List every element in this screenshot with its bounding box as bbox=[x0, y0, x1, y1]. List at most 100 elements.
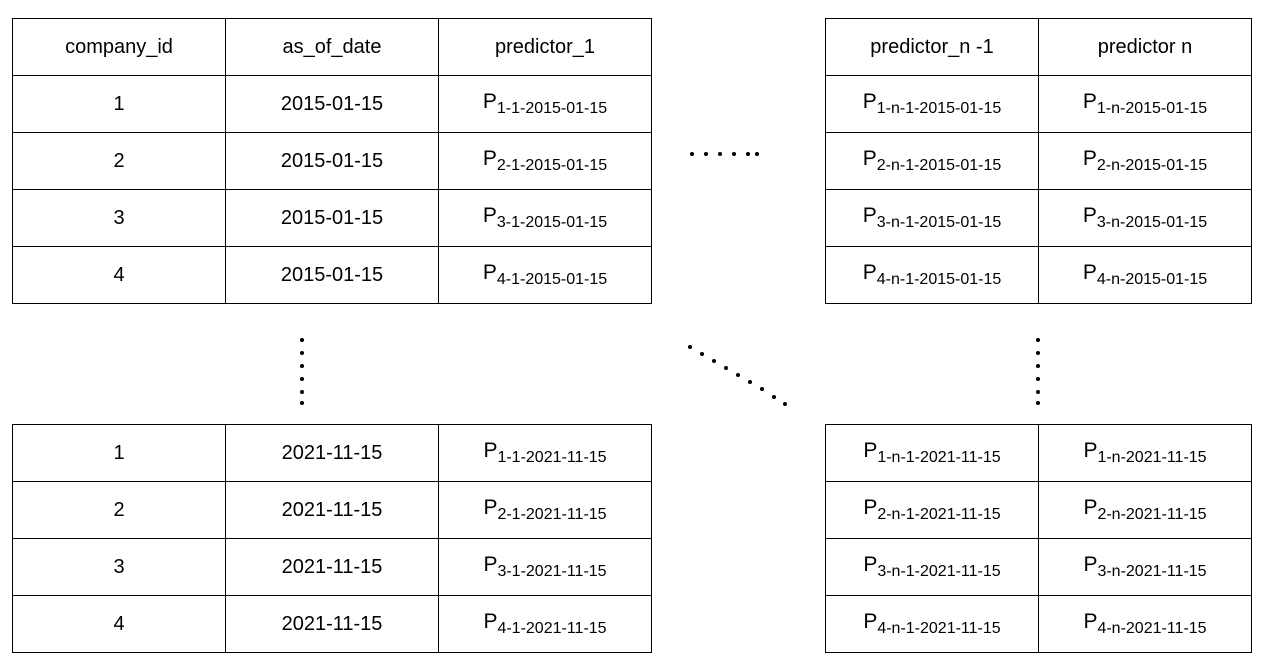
diagonal-ellipsis bbox=[688, 345, 788, 407]
predictor-symbol: P bbox=[862, 146, 877, 170]
cell-predictor: P1-1-2015-01-15 bbox=[438, 75, 652, 133]
predictor-subscript: 1-1-2021-11-15 bbox=[497, 449, 607, 467]
predictor-subscript: 4-n-1-2021-11-15 bbox=[877, 620, 1001, 638]
cell-company-id: 3 bbox=[12, 538, 226, 596]
table-row: 1 2021-11-15 P1-1-2021-11-15 bbox=[12, 424, 652, 482]
cell-predictor: P4-n-1-2021-11-15 bbox=[825, 595, 1039, 653]
predictor-symbol: P bbox=[483, 609, 498, 633]
cell-as-of-date: 2015-01-15 bbox=[225, 132, 439, 190]
predictor-subscript: 2-n-2021-11-15 bbox=[1097, 506, 1207, 524]
cell-as-of-date: 2021-11-15 bbox=[225, 481, 439, 539]
header-row: predictor_n -1 predictor n bbox=[825, 18, 1252, 76]
header-predictor-1: predictor_1 bbox=[438, 18, 652, 76]
cell-as-of-date: 2015-01-15 bbox=[225, 246, 439, 304]
predictor-subscript: 3-1-2021-11-15 bbox=[497, 563, 607, 581]
header-predictor-n: predictor n bbox=[1038, 18, 1252, 76]
vertical-ellipsis-left bbox=[300, 338, 306, 408]
cell-predictor: P1-n-2021-11-15 bbox=[1038, 424, 1252, 482]
predictor-symbol: P bbox=[483, 495, 498, 519]
predictor-subscript: 4-n-2015-01-15 bbox=[1096, 271, 1208, 289]
horizontal-ellipsis bbox=[690, 152, 760, 158]
table-row: 4 2015-01-15 P4-1-2015-01-15 bbox=[12, 246, 652, 304]
cell-predictor: P3-1-2021-11-15 bbox=[438, 538, 652, 596]
cell-predictor: P1-n-1-2015-01-15 bbox=[825, 75, 1039, 133]
predictor-symbol: P bbox=[482, 146, 497, 170]
cell-predictor: P3-n-2015-01-15 bbox=[1038, 189, 1252, 247]
header-company-id: company_id bbox=[12, 18, 226, 76]
predictor-subscript: 2-n-2015-01-15 bbox=[1096, 157, 1208, 175]
predictor-symbol: P bbox=[1083, 438, 1098, 462]
predictor-symbol: P bbox=[482, 260, 497, 284]
cell-company-id: 4 bbox=[12, 246, 226, 304]
cell-predictor: P4-n-2015-01-15 bbox=[1038, 246, 1252, 304]
predictor-subscript: 1-n-1-2021-11-15 bbox=[877, 449, 1001, 467]
header-as-of-date: as_of_date bbox=[225, 18, 439, 76]
predictor-symbol: P bbox=[1083, 495, 1098, 519]
cell-as-of-date: 2021-11-15 bbox=[225, 424, 439, 482]
table-row: P3-n-1-2015-01-15 P3-n-2015-01-15 bbox=[825, 189, 1252, 247]
cell-company-id: 2 bbox=[12, 481, 226, 539]
predictor-symbol: P bbox=[1083, 552, 1098, 576]
table-row: P2-n-1-2021-11-15 P2-n-2021-11-15 bbox=[825, 481, 1252, 539]
predictor-subscript: 4-1-2015-01-15 bbox=[496, 271, 608, 289]
predictor-subscript: 3-n-2015-01-15 bbox=[1096, 214, 1208, 232]
cell-company-id: 2 bbox=[12, 132, 226, 190]
cell-predictor: P3-1-2015-01-15 bbox=[438, 189, 652, 247]
table-row: 2 2021-11-15 P2-1-2021-11-15 bbox=[12, 481, 652, 539]
predictor-symbol: P bbox=[863, 495, 878, 519]
cell-predictor: P1-n-1-2021-11-15 bbox=[825, 424, 1039, 482]
cell-as-of-date: 2021-11-15 bbox=[225, 595, 439, 653]
cell-company-id: 1 bbox=[12, 424, 226, 482]
predictor-symbol: P bbox=[863, 609, 878, 633]
predictor-symbol: P bbox=[1082, 146, 1097, 170]
predictor-symbol: P bbox=[862, 89, 877, 113]
cell-predictor: P4-1-2015-01-15 bbox=[438, 246, 652, 304]
table-row: 2 2015-01-15 P2-1-2015-01-15 bbox=[12, 132, 652, 190]
cell-predictor: P2-1-2015-01-15 bbox=[438, 132, 652, 190]
cell-company-id: 3 bbox=[12, 189, 226, 247]
predictor-subscript: 1-n-2015-01-15 bbox=[1096, 100, 1208, 118]
predictor-subscript: 1-n-1-2015-01-15 bbox=[876, 100, 1002, 118]
cell-predictor: P1-n-2015-01-15 bbox=[1038, 75, 1252, 133]
cell-predictor: P2-n-1-2015-01-15 bbox=[825, 132, 1039, 190]
cell-predictor: P2-1-2021-11-15 bbox=[438, 481, 652, 539]
predictor-subscript: 3-n-2021-11-15 bbox=[1097, 563, 1207, 581]
predictor-symbol: P bbox=[1082, 203, 1097, 227]
header-predictor-n-minus-1: predictor_n -1 bbox=[825, 18, 1039, 76]
table-top-left: company_id as_of_date predictor_1 1 2015… bbox=[12, 18, 652, 304]
predictor-symbol: P bbox=[483, 438, 498, 462]
table-row: 3 2021-11-15 P3-1-2021-11-15 bbox=[12, 538, 652, 596]
table-bottom-left: 1 2021-11-15 P1-1-2021-11-15 2 2021-11-1… bbox=[12, 424, 652, 653]
predictor-symbol: P bbox=[862, 203, 877, 227]
cell-predictor: P4-n-2021-11-15 bbox=[1038, 595, 1252, 653]
cell-as-of-date: 2015-01-15 bbox=[225, 75, 439, 133]
vertical-ellipsis-right bbox=[1036, 338, 1042, 408]
predictor-subscript: 4-1-2021-11-15 bbox=[497, 620, 607, 638]
cell-company-id: 1 bbox=[12, 75, 226, 133]
cell-predictor: P2-n-2021-11-15 bbox=[1038, 481, 1252, 539]
predictor-symbol: P bbox=[863, 438, 878, 462]
cell-predictor: P4-n-1-2015-01-15 bbox=[825, 246, 1039, 304]
cell-predictor: P3-n-1-2015-01-15 bbox=[825, 189, 1039, 247]
predictor-symbol: P bbox=[1082, 260, 1097, 284]
predictor-subscript: 2-1-2015-01-15 bbox=[496, 157, 608, 175]
cell-company-id: 4 bbox=[12, 595, 226, 653]
cell-predictor: P3-n-2021-11-15 bbox=[1038, 538, 1252, 596]
predictor-symbol: P bbox=[1083, 609, 1098, 633]
table-row: P1-n-1-2021-11-15 P1-n-2021-11-15 bbox=[825, 424, 1252, 482]
predictor-symbol: P bbox=[483, 552, 498, 576]
predictor-subscript: 4-n-1-2015-01-15 bbox=[876, 271, 1002, 289]
predictor-subscript: 1-1-2015-01-15 bbox=[496, 100, 608, 118]
predictor-symbol: P bbox=[482, 203, 497, 227]
table-row: 4 2021-11-15 P4-1-2021-11-15 bbox=[12, 595, 652, 653]
table-row: P3-n-1-2021-11-15 P3-n-2021-11-15 bbox=[825, 538, 1252, 596]
table-row: P2-n-1-2015-01-15 P2-n-2015-01-15 bbox=[825, 132, 1252, 190]
table-bottom-right: P1-n-1-2021-11-15 P1-n-2021-11-15 P2-n-1… bbox=[825, 424, 1252, 653]
predictor-subscript: 2-n-1-2015-01-15 bbox=[876, 157, 1002, 175]
cell-predictor: P4-1-2021-11-15 bbox=[438, 595, 652, 653]
predictor-subscript: 1-n-2021-11-15 bbox=[1097, 449, 1207, 467]
predictor-subscript: 4-n-2021-11-15 bbox=[1097, 620, 1207, 638]
cell-predictor: P2-n-2015-01-15 bbox=[1038, 132, 1252, 190]
table-row: 1 2015-01-15 P1-1-2015-01-15 bbox=[12, 75, 652, 133]
header-row: company_id as_of_date predictor_1 bbox=[12, 18, 652, 76]
